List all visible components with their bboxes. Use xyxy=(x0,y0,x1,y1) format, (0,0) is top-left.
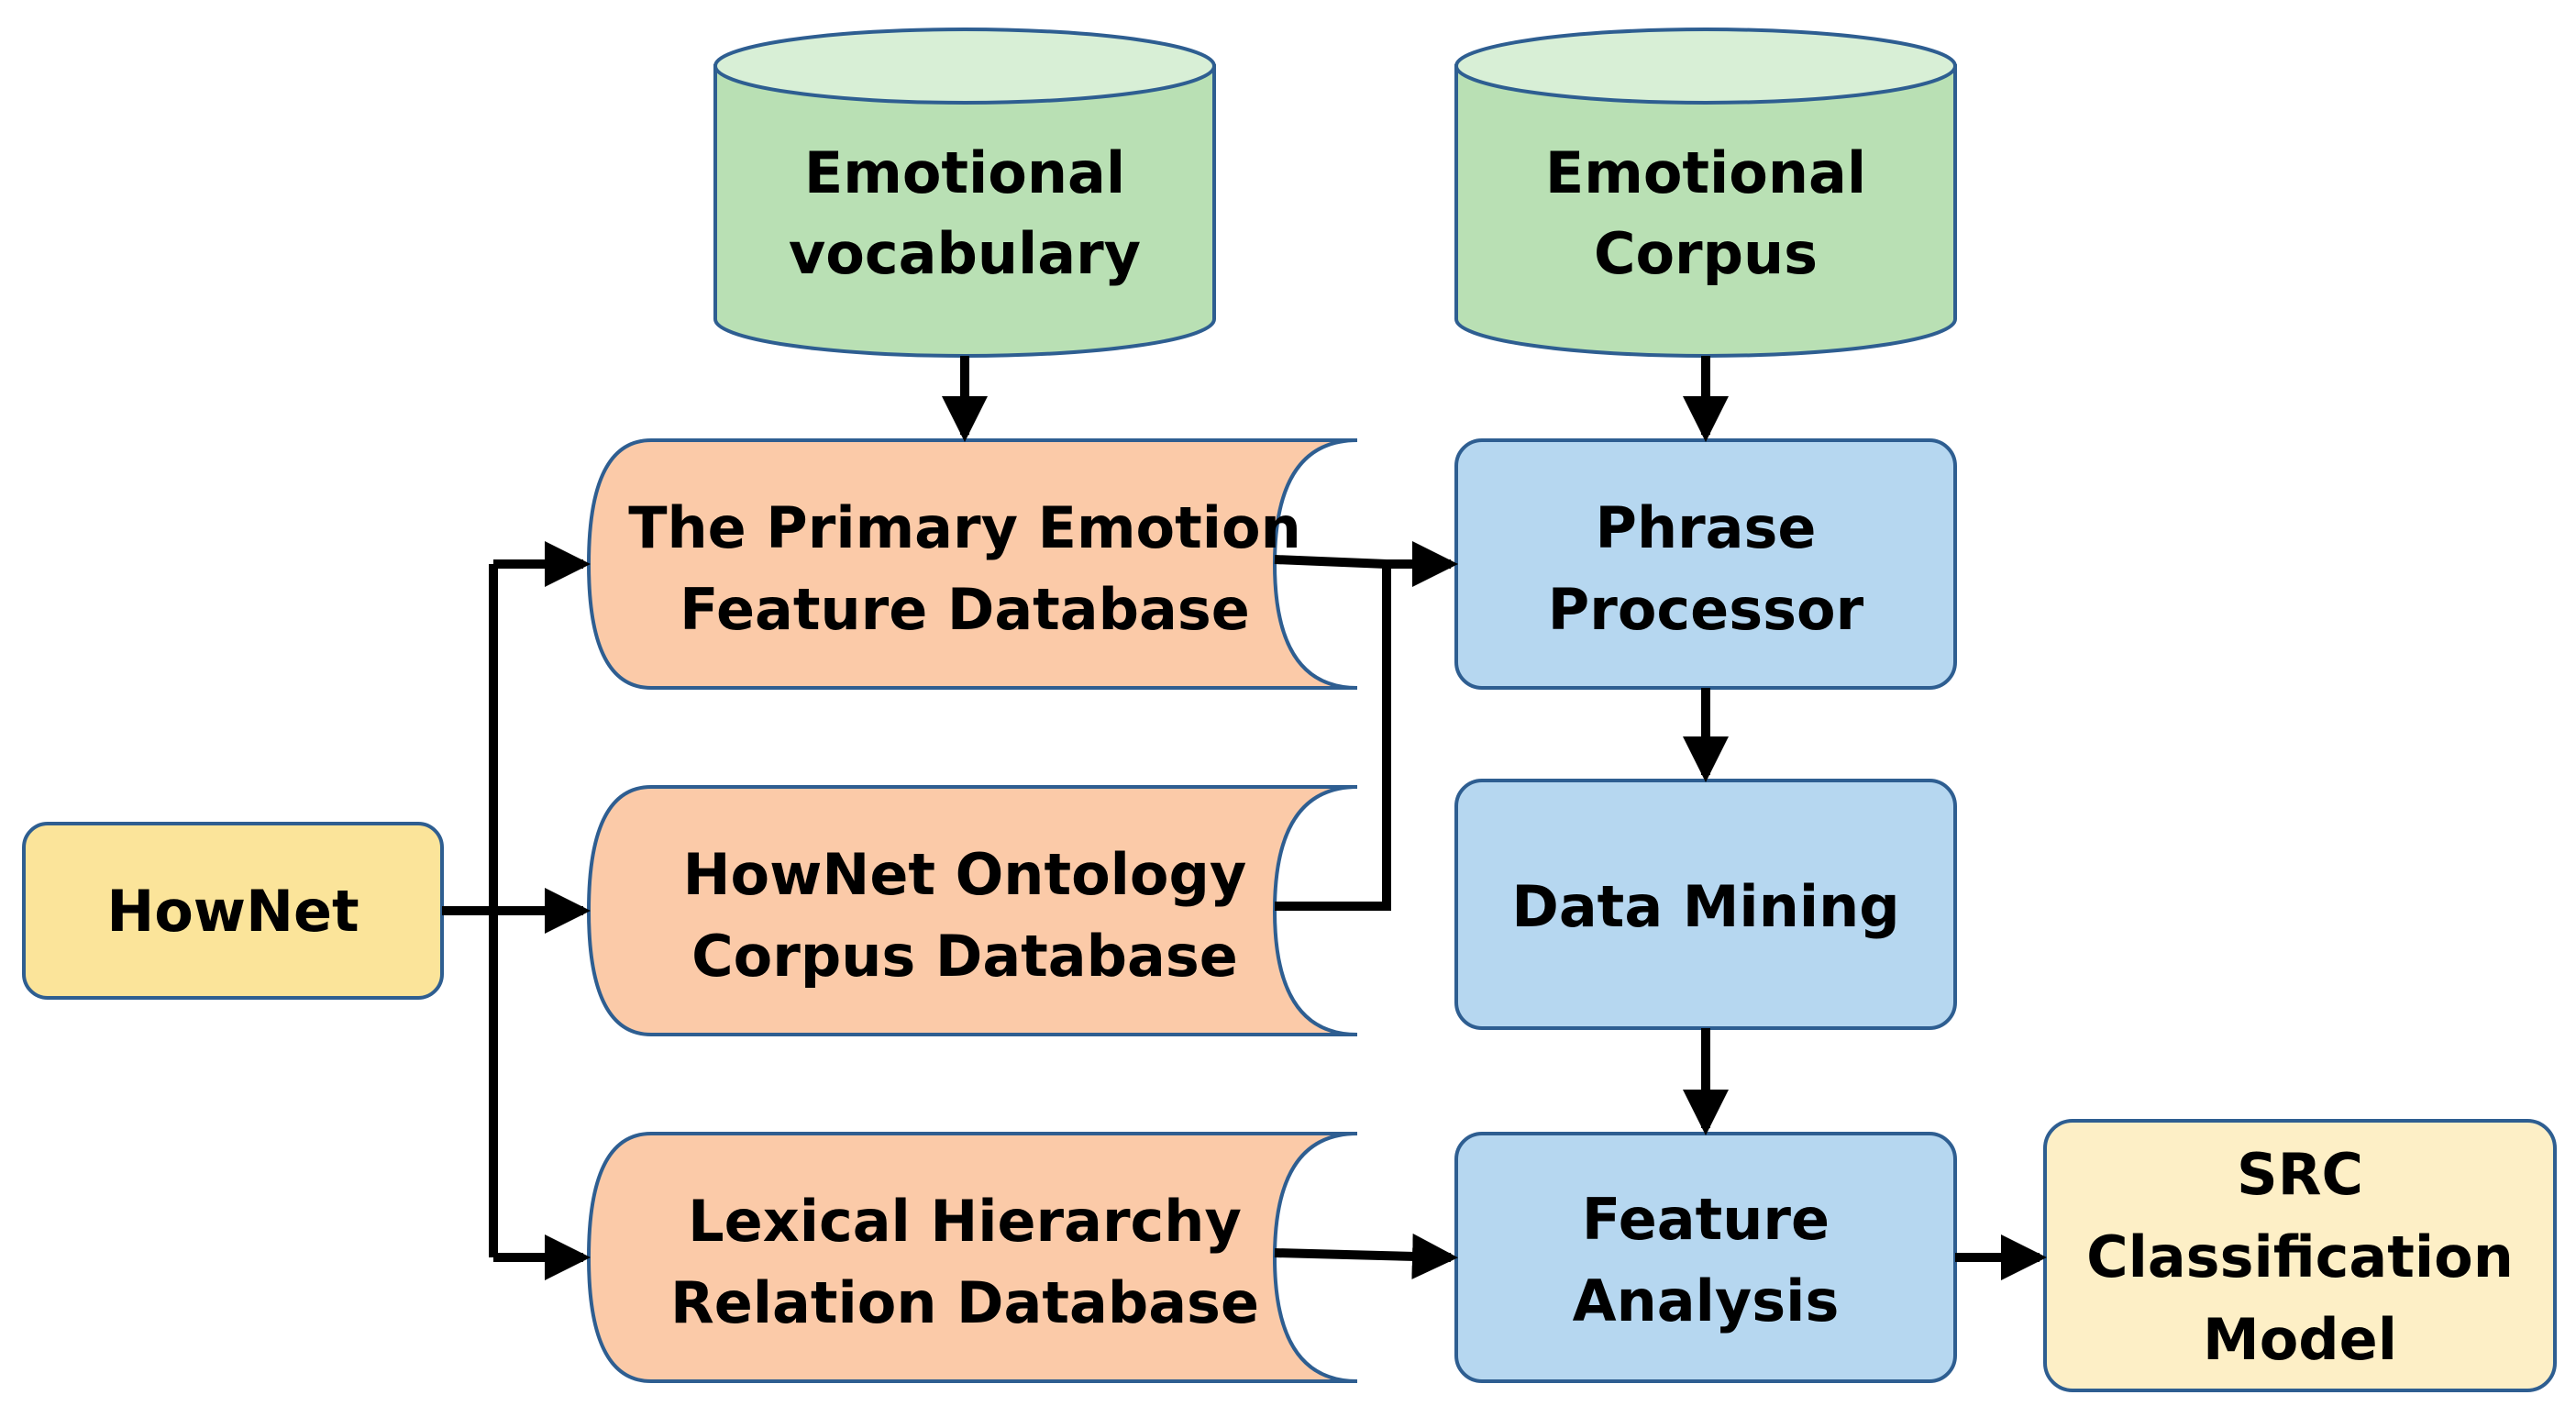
hownet-ontology-corpus-database: HowNet Ontology Corpus Database xyxy=(586,785,1358,1036)
emotional-corpus-label-1: Emotional xyxy=(1545,139,1866,206)
emotional-corpus-label-2: Corpus xyxy=(1594,220,1818,287)
primary-emotion-feature-database: The Primary Emotion Feature Database xyxy=(586,438,1358,690)
primary-emotion-label-2: Feature Database xyxy=(680,576,1250,643)
hownet-label: HowNet xyxy=(106,878,359,945)
phrase-processor-label-2: Processor xyxy=(1548,576,1864,643)
data-mining-label: Data Mining xyxy=(1511,873,1899,940)
hownet-source: HowNet xyxy=(22,822,444,1000)
arrow-primary-db-to-phrase-processor xyxy=(1274,541,1459,587)
phrase-processor-label-1: Phrase xyxy=(1596,494,1817,561)
hownet-ontology-label-2: Corpus Database xyxy=(691,923,1238,990)
lexical-hierarchy-label-2: Relation Database xyxy=(670,1269,1259,1336)
data-mining: Data Mining xyxy=(1454,779,1957,1030)
emotional-vocabulary-label-2: vocabulary xyxy=(789,220,1141,287)
emotional-corpus-database: Emotional Corpus xyxy=(1454,28,1957,358)
src-classification-model: SRC Classification Model xyxy=(2043,1119,2557,1392)
src-model-label-3: Model xyxy=(2203,1306,2397,1373)
lexical-hierarchy-label-1: Lexical Hierarchy xyxy=(688,1188,1242,1255)
lexical-hierarchy-relation-database: Lexical Hierarchy Relation Database xyxy=(586,1132,1358,1383)
arrow-lexical-db-to-feature-analysis xyxy=(1274,1233,1458,1279)
primary-emotion-label-1: The Primary Emotion xyxy=(628,494,1301,561)
src-model-label-1: SRC xyxy=(2237,1141,2363,1208)
src-model-label-2: Classification xyxy=(2086,1223,2514,1290)
phrase-processor: Phrase Processor xyxy=(1454,438,1957,690)
emotional-vocabulary-database: Emotional vocabulary xyxy=(713,28,1216,358)
connectors xyxy=(442,356,2048,1280)
line-ontology-db-to-phrase-processor xyxy=(1275,564,1391,911)
feature-analysis: Feature Analysis xyxy=(1454,1132,1957,1383)
hownet-ontology-label-1: HowNet Ontology xyxy=(683,841,1247,908)
hownet-trunk-line xyxy=(442,564,498,1257)
feature-analysis-label-2: Analysis xyxy=(1573,1268,1840,1334)
emotional-vocabulary-label-1: Emotional xyxy=(804,139,1125,206)
feature-analysis-label-1: Feature xyxy=(1582,1186,1830,1253)
